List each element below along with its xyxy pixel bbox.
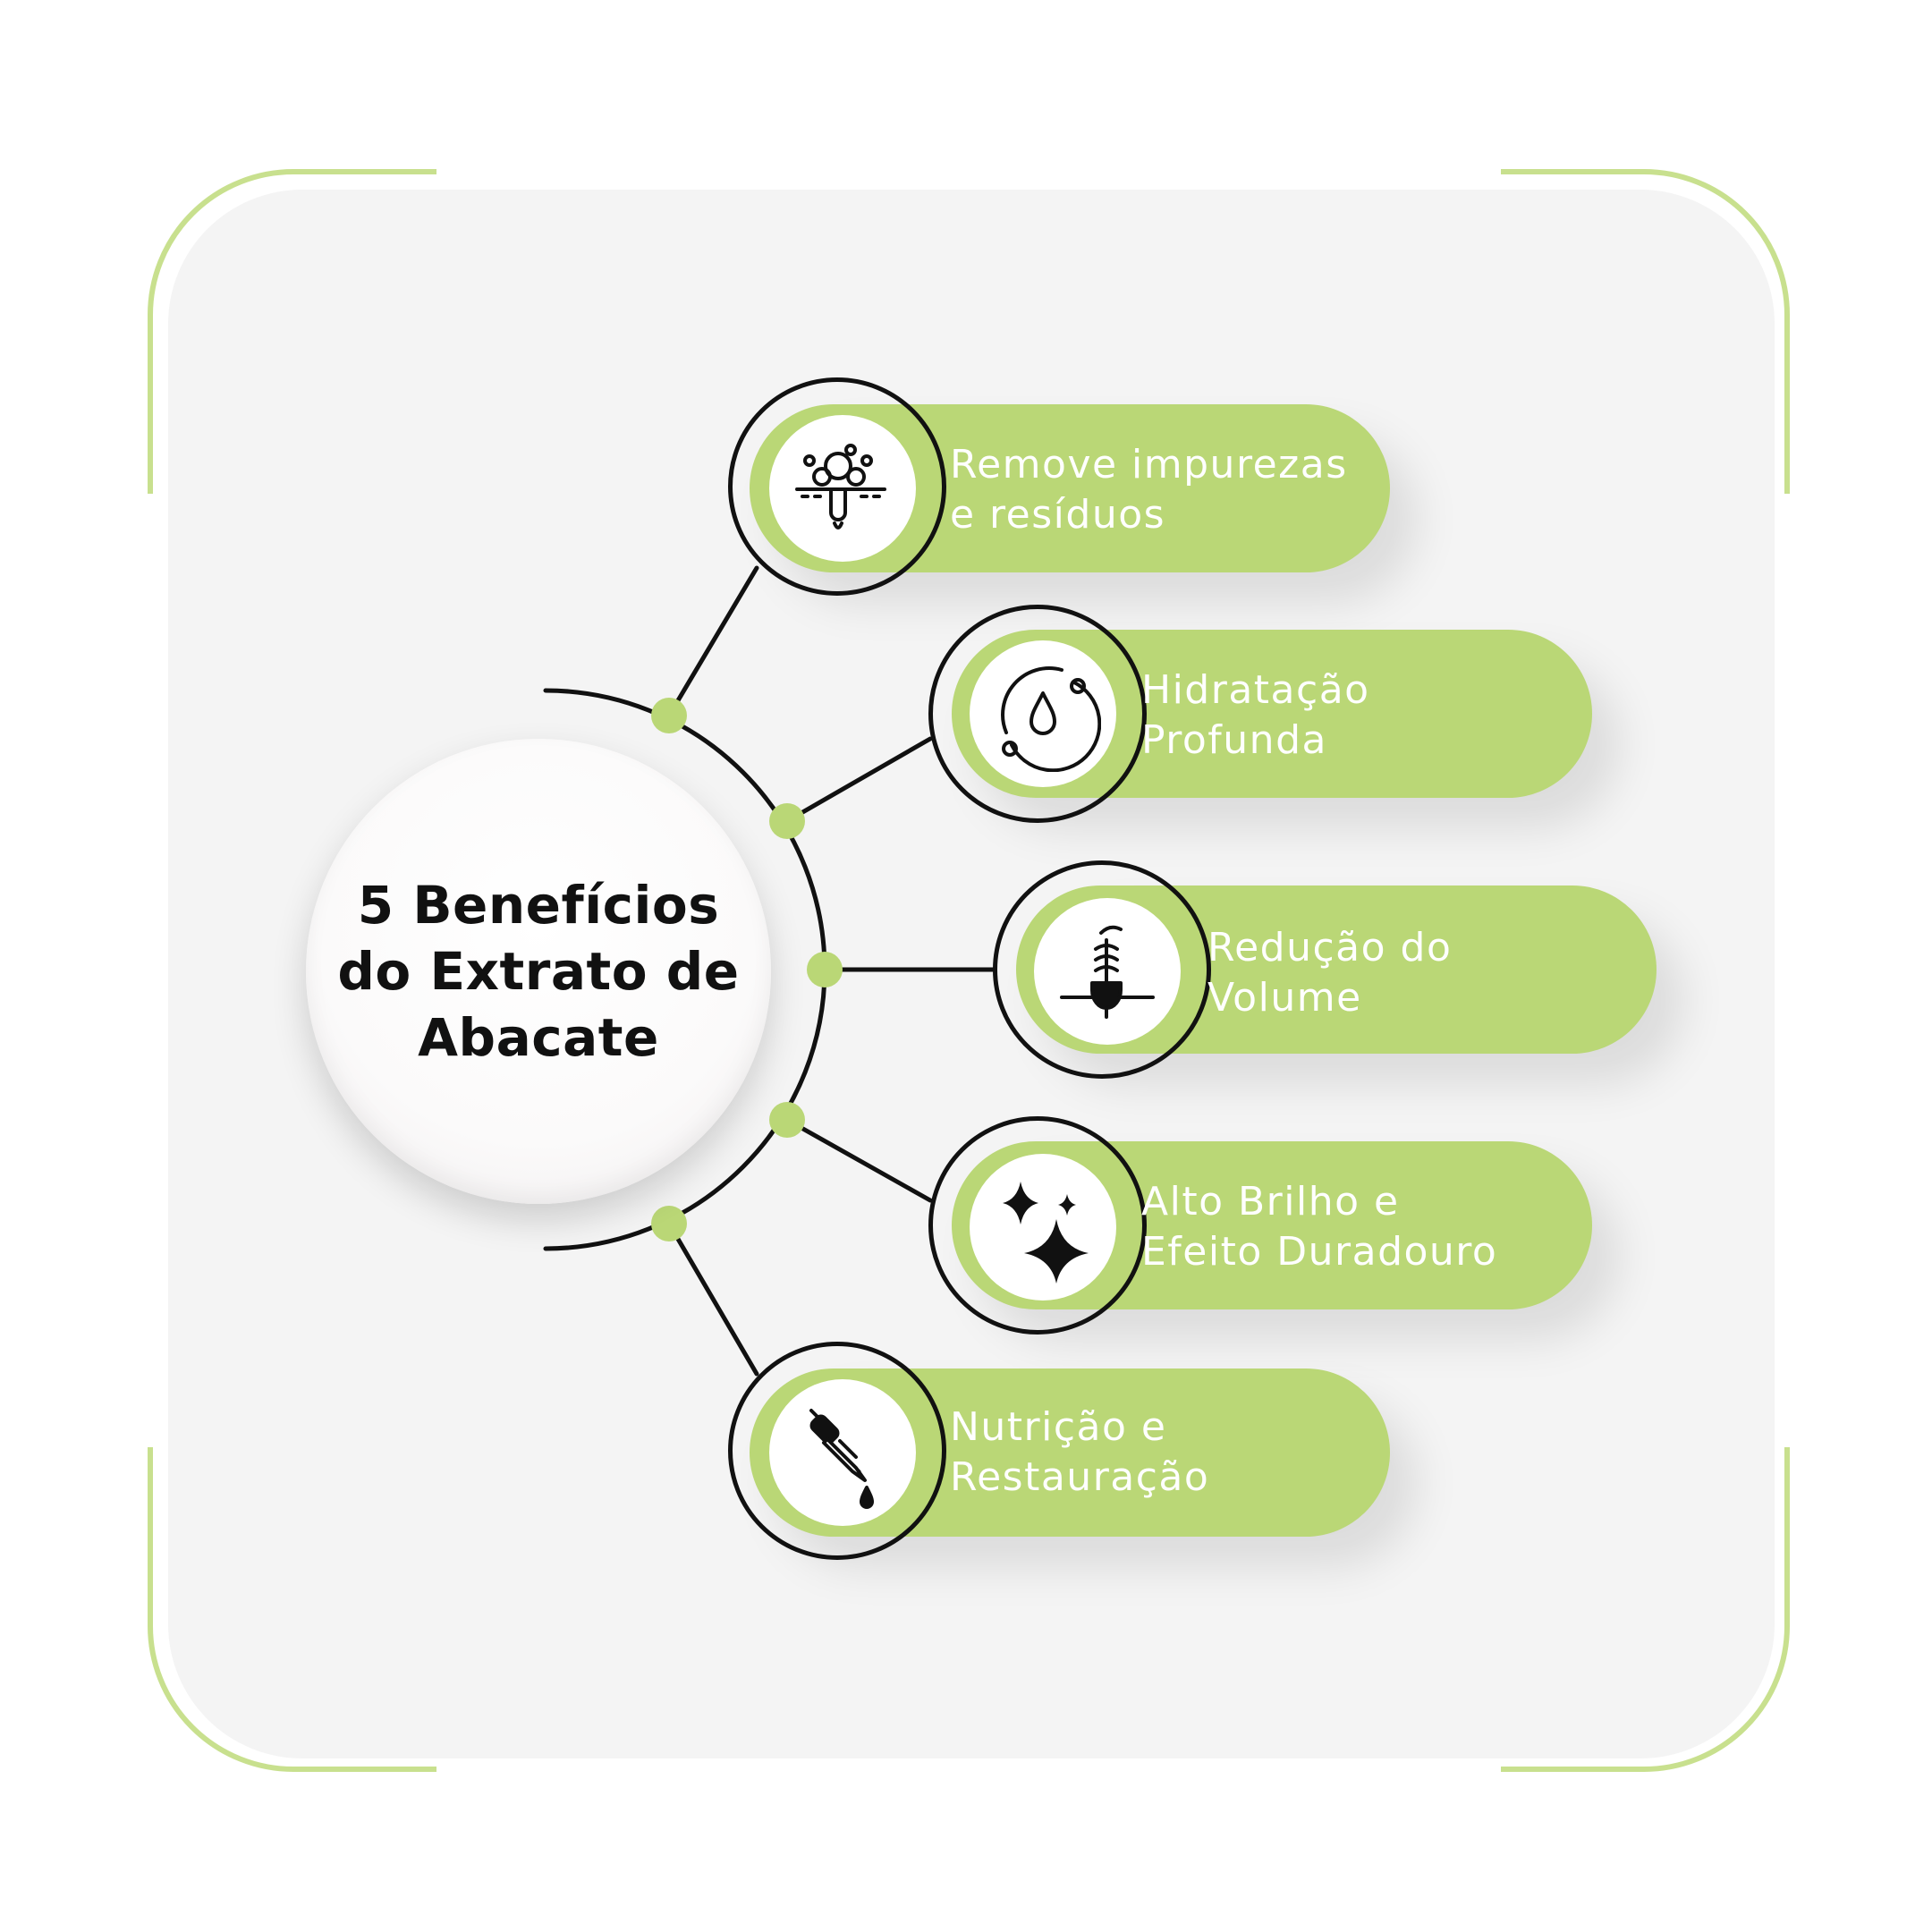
benefit-label-3-line-2: Volume bbox=[1208, 975, 1362, 1021]
connector-dot-5 bbox=[651, 1206, 687, 1241]
hair-follicle-icon bbox=[1034, 898, 1181, 1045]
benefit-label-2-line-2: Profunda bbox=[1141, 717, 1327, 763]
benefit-label-5-line-1: Nutrição e bbox=[950, 1404, 1167, 1450]
connector-dot-4 bbox=[769, 1102, 805, 1138]
benefit-ring-3 bbox=[993, 860, 1211, 1079]
benefit-label-2-line-1: Hidratação bbox=[1141, 667, 1370, 713]
benefit-label-1-line-2: e resíduos bbox=[950, 492, 1166, 538]
benefit-ring-1 bbox=[728, 377, 946, 596]
benefit-label-3-line-1: Redução do bbox=[1208, 925, 1453, 970]
benefit-label-4: Alto Brilho e Efeito Duradouro bbox=[1141, 1177, 1497, 1277]
benefit-label-4-line-2: Efeito Duradouro bbox=[1141, 1229, 1498, 1275]
connector-dot-1 bbox=[651, 698, 687, 733]
diagram-title: 5 Benefícios do Extrato de Abacate bbox=[337, 875, 740, 1068]
benefit-label-5: Nutrição e Restauração bbox=[950, 1402, 1209, 1503]
cleansing-drop-icon bbox=[769, 415, 916, 562]
connector-dot-3 bbox=[807, 952, 843, 987]
connector-line-5 bbox=[666, 1221, 759, 1377]
connector-line-1 bbox=[666, 565, 759, 718]
benefit-label-4-line-1: Alto Brilho e bbox=[1141, 1179, 1400, 1224]
benefit-label-1: Remove impurezas e resíduos bbox=[950, 440, 1348, 540]
connector-line-2 bbox=[784, 736, 933, 824]
connector-dot-2 bbox=[769, 803, 805, 839]
benefit-ring-2 bbox=[928, 605, 1147, 823]
benefit-label-3: Redução do Volume bbox=[1208, 923, 1452, 1023]
connector-line-4 bbox=[784, 1117, 933, 1203]
benefit-ring-5 bbox=[728, 1342, 946, 1560]
benefit-label-1-line-1: Remove impurezas bbox=[950, 442, 1348, 487]
benefit-label-5-line-2: Restauração bbox=[950, 1454, 1210, 1500]
sparkles-icon bbox=[970, 1154, 1116, 1301]
center-hub: 5 Benefícios do Extrato de Abacate bbox=[306, 739, 771, 1204]
benefit-ring-4 bbox=[928, 1116, 1147, 1335]
water-drop-orbit-icon bbox=[970, 640, 1116, 787]
dropper-icon bbox=[769, 1379, 916, 1526]
benefit-label-2: Hidratação Profunda bbox=[1141, 665, 1370, 766]
